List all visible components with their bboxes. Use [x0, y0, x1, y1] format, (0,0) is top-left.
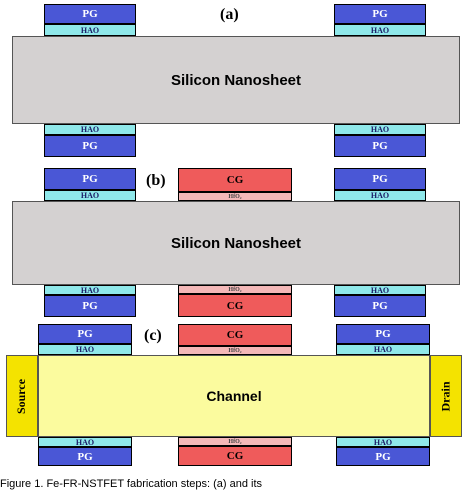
- panel-label-a: (a): [220, 6, 239, 23]
- c-left-top-hao-layer: HAO: [38, 344, 132, 355]
- c-right-top-polarity-gate: PG: [336, 324, 430, 344]
- a-left-bottom-hao-layer: HAO: [44, 124, 136, 135]
- c-channel: Channel: [38, 355, 430, 437]
- c-left-top-polarity-gate: PG: [38, 324, 132, 344]
- c-right-bottom-polarity-gate: PG: [336, 447, 430, 466]
- a-right-bottom-hao-layer: HAO: [334, 124, 426, 135]
- c-bottom-hfo2-layer: HfO₂: [178, 437, 292, 446]
- a-left-top-polarity-gate: PG: [44, 4, 136, 24]
- b-left-top-polarity-gate: PG: [44, 168, 136, 190]
- b-bottom-control-gate: CG: [178, 294, 292, 317]
- b-top-control-gate: CG: [178, 168, 292, 192]
- b-left-top-hao-layer: HAO: [44, 190, 136, 201]
- c-top-hfo2-layer: HfO₂: [178, 346, 292, 355]
- b-top-hfo2-layer: HfO₂: [178, 192, 292, 201]
- b-right-bottom-polarity-gate: PG: [334, 295, 426, 317]
- drain-label: Drain: [438, 381, 453, 411]
- b-right-bottom-hao-layer: HAO: [334, 285, 426, 295]
- c-right-bottom-hao-layer: HAO: [336, 437, 430, 447]
- a-right-top-hao-layer: HAO: [334, 24, 426, 36]
- drain-region: Drain: [430, 355, 462, 437]
- b-bottom-hfo2-layer: HfO₂: [178, 285, 292, 294]
- c-left-bottom-polarity-gate: PG: [38, 447, 132, 466]
- c-right-top-hao-layer: HAO: [336, 344, 430, 355]
- a-left-top-hao-layer: HAO: [44, 24, 136, 36]
- c-left-bottom-hao-layer: HAO: [38, 437, 132, 447]
- c-top-control-gate: CG: [178, 324, 292, 346]
- a-right-bottom-polarity-gate: PG: [334, 135, 426, 157]
- panel-label-b: (b): [146, 172, 166, 189]
- a-right-top-polarity-gate: PG: [334, 4, 426, 24]
- a-silicon-nanosheet: Silicon Nanosheet: [12, 36, 460, 124]
- figure-caption: Figure 1. Fe-FR-NSTFET fabrication steps…: [0, 478, 263, 490]
- a-left-bottom-polarity-gate: PG: [44, 135, 136, 157]
- b-silicon-nanosheet: Silicon Nanosheet: [12, 201, 460, 285]
- b-left-bottom-polarity-gate: PG: [44, 295, 136, 317]
- panel-label-c: (c): [144, 327, 162, 344]
- c-bottom-control-gate: CG: [178, 446, 292, 466]
- b-right-top-hao-layer: HAO: [334, 190, 426, 201]
- b-right-top-polarity-gate: PG: [334, 168, 426, 190]
- b-left-bottom-hao-layer: HAO: [44, 285, 136, 295]
- source-label: Source: [14, 378, 29, 414]
- source-region: Source: [6, 355, 38, 437]
